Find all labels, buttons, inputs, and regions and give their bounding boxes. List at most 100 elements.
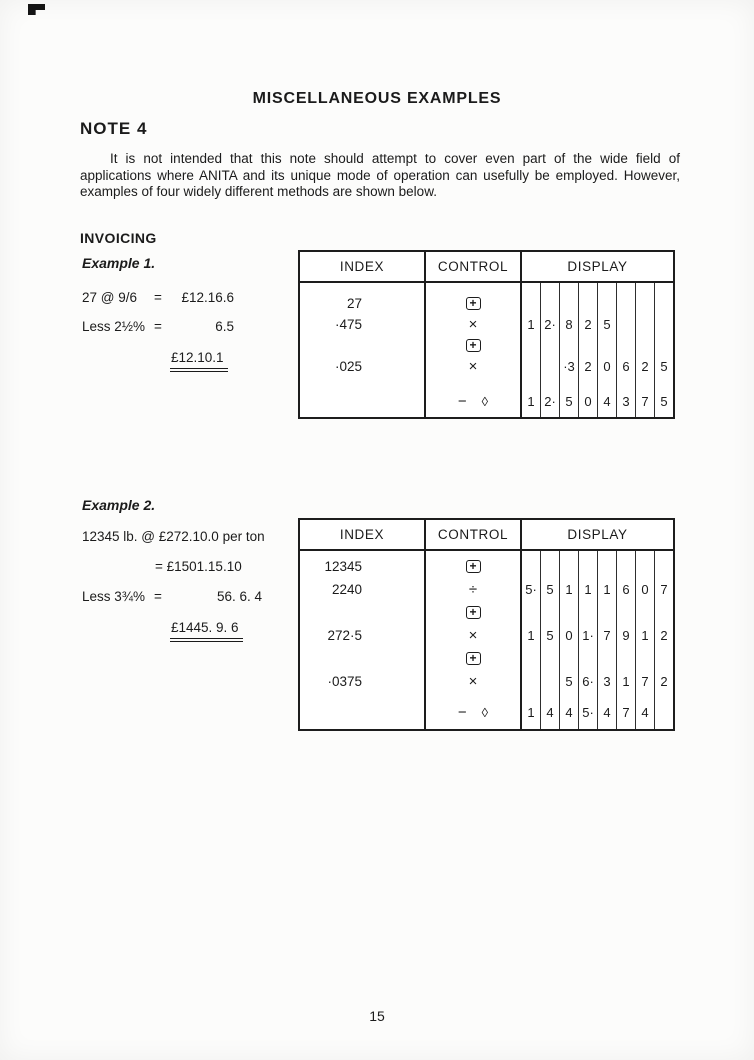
- display-digit: 2·: [540, 389, 559, 413]
- result-key-icon: ◊: [481, 704, 489, 720]
- example1-calc-line1: 27 @ 9/6 = £12.16.6: [82, 290, 234, 305]
- header-index: INDEX: [339, 259, 385, 274]
- scan-corner-artifact: [28, 4, 45, 15]
- calc-value: 6.5: [215, 319, 234, 334]
- result-key-icon: ◊: [481, 393, 489, 409]
- display-digit: 2: [578, 356, 597, 377]
- display-digit: 4: [597, 389, 616, 413]
- example2-table: INDEX CONTROL DISPLAY 12345 + 2240 ÷ 5·5…: [298, 518, 675, 731]
- minus-key: −: [457, 703, 467, 721]
- display-digit: 7: [635, 389, 654, 413]
- example2-calc-line1: 12345 lb. @ £272.10.0 per ton: [82, 529, 265, 544]
- section-heading-invoicing: INVOICING: [80, 230, 157, 246]
- display-digit: 1: [578, 578, 597, 601]
- display-digit: 5: [559, 670, 578, 693]
- display-digit: [654, 314, 673, 335]
- display-digit: 5: [540, 578, 559, 601]
- display-digit: 1: [527, 628, 535, 643]
- display-digit: 1: [527, 704, 535, 720]
- display-digit: 0: [559, 624, 578, 647]
- example2-calc-line3: Less 3¾% = 56. 6. 4: [82, 589, 262, 604]
- intro-paragraph: It is not intended that this note should…: [80, 151, 680, 199]
- display-digit: 5: [540, 624, 559, 647]
- equals-sign: =: [154, 319, 162, 334]
- add-key-icon: +: [465, 297, 481, 310]
- page-number: 15: [369, 1008, 385, 1024]
- display-digit: 2: [578, 314, 597, 335]
- display-digit: 6: [616, 356, 635, 377]
- example2-calc-line2: = £1501.15.10: [155, 559, 242, 574]
- display-digit: 5·: [525, 582, 537, 597]
- multiply-key: ×: [468, 358, 478, 375]
- display-digit: 7: [635, 670, 654, 693]
- display-digit: 4: [559, 699, 578, 725]
- display-digit: 3: [616, 389, 635, 413]
- display-digit: 5: [654, 356, 673, 377]
- table-spacer-row: [300, 551, 673, 555]
- display-digit: 1: [527, 317, 535, 332]
- table-header-row: INDEX CONTROL DISPLAY: [300, 252, 673, 283]
- display-digit: 7: [597, 624, 616, 647]
- header-display: DISPLAY: [567, 527, 628, 542]
- example2-total: £1445. 9. 6: [170, 620, 243, 642]
- display-digit: 4: [635, 699, 654, 725]
- note-heading: NOTE 4: [80, 119, 148, 138]
- display-digit: 0: [597, 356, 616, 377]
- display-digit: [635, 314, 654, 335]
- table-header-row: INDEX CONTROL DISPLAY: [300, 520, 673, 551]
- index-value: ·475: [334, 317, 362, 332]
- display-digit: 1: [616, 670, 635, 693]
- header-control: CONTROL: [424, 520, 522, 549]
- display-digit: 0: [578, 389, 597, 413]
- index-value: 27: [346, 296, 362, 311]
- display-digit: [540, 356, 559, 377]
- table-spacer-row: [300, 283, 673, 293]
- display-digit: 7: [616, 699, 635, 725]
- display-digit: 2·: [540, 314, 559, 335]
- equals-sign: =: [154, 589, 162, 604]
- add-key-icon: +: [465, 606, 481, 619]
- display-digit: [654, 699, 673, 725]
- multiply-key: ×: [468, 627, 478, 644]
- table-spacer-row: [300, 413, 673, 417]
- total-value: £12.10.1: [170, 350, 228, 372]
- display-digit: [616, 314, 635, 335]
- display-digit: [522, 670, 540, 693]
- display-digit: 3: [597, 670, 616, 693]
- index-value: 272·5: [327, 628, 362, 643]
- display-digit: 4: [540, 699, 559, 725]
- display-digit: 9: [616, 624, 635, 647]
- multiply-key: ×: [468, 316, 478, 333]
- header-display: DISPLAY: [567, 259, 628, 274]
- add-key-icon: +: [465, 560, 481, 573]
- display-digit: 0: [635, 578, 654, 601]
- example1-total: £12.10.1: [170, 350, 228, 372]
- table-spacer-row: [300, 693, 673, 699]
- index-value: ·025: [334, 359, 362, 374]
- display-digit: 1: [597, 578, 616, 601]
- display-digit: 1: [559, 578, 578, 601]
- table-row: 27 +: [300, 293, 673, 314]
- calc-label: Less 2½%: [82, 319, 146, 334]
- display-digit: 2: [654, 670, 673, 693]
- display-digit: 4: [597, 699, 616, 725]
- display-digit: 2: [654, 624, 673, 647]
- display-digit: 8: [559, 314, 578, 335]
- example1-label: Example 1.: [82, 255, 156, 271]
- header-control: CONTROL: [424, 252, 522, 281]
- table-row: +: [300, 335, 673, 356]
- minus-key: −: [457, 392, 467, 410]
- display-digit: 6: [616, 578, 635, 601]
- example1-calc-line2: Less 2½% = 6.5: [82, 319, 234, 334]
- display-digit: [540, 670, 559, 693]
- display-digit: 5: [597, 314, 616, 335]
- table-spacer-row: [300, 377, 673, 389]
- index-value: 2240: [331, 582, 362, 597]
- display-digit: [522, 356, 540, 377]
